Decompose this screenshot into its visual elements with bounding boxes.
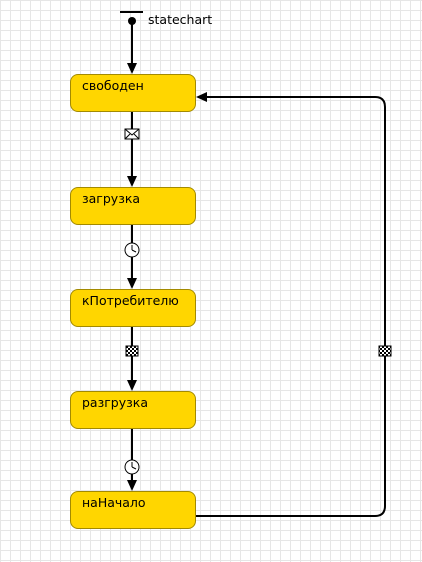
statechart-entry-point[interactable]: [120, 11, 143, 74]
state-svoboden[interactable]: свободен: [70, 74, 196, 112]
envelope-icon: [124, 128, 140, 140]
state-zagruzka[interactable]: загрузка: [70, 187, 196, 225]
transition-kpotrebitelyu-razgruzka[interactable]: [125, 327, 139, 391]
checkered-flag-icon: [378, 345, 392, 357]
statechart-label: statechart: [148, 12, 213, 27]
checkered-flag-icon: [125, 345, 139, 357]
transition-nanachalo-svoboden[interactable]: [196, 92, 392, 517]
state-nanachalo[interactable]: наНачало: [70, 491, 196, 529]
clock-icon: [124, 459, 140, 475]
state-razgruzka[interactable]: разгрузка: [70, 391, 196, 429]
transition-zagruzka-kpotrebitelyu[interactable]: [124, 225, 140, 289]
state-kpotrebitelyu[interactable]: кПотребителю: [70, 289, 196, 327]
clock-icon: [124, 242, 140, 258]
transition-razgruzka-nanachalo[interactable]: [124, 429, 140, 491]
transition-svoboden-zagruzka[interactable]: [124, 112, 140, 187]
